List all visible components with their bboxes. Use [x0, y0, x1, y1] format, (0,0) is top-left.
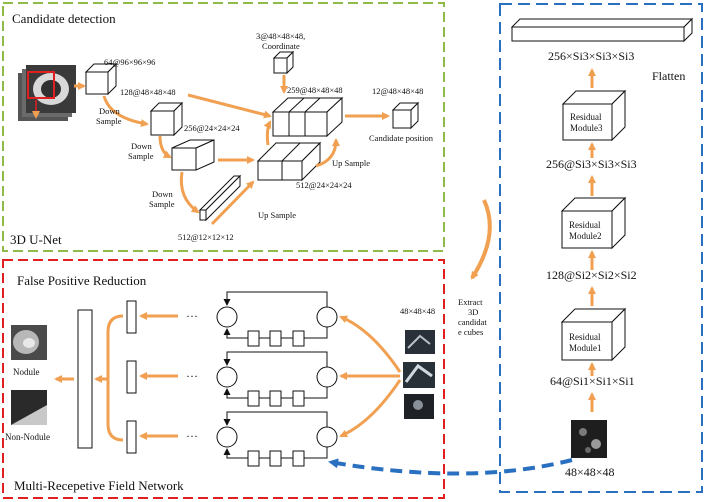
module2-label-1: Residual [569, 220, 601, 230]
branch-2: ··· [126, 351, 338, 407]
fc-layer-bar [77, 309, 93, 449]
module2-label-2: Module2 [569, 231, 602, 241]
dashed-feedback-arrow [328, 458, 573, 476]
false-positive-reduction-panel: False Positive Reduction Multi-Recepetiv… [2, 259, 445, 499]
label-down-sample-1a: Down [99, 106, 121, 116]
label-coordinate: Coordinate [262, 41, 300, 51]
candidate-arrows [74, 75, 390, 226]
fpr-panel-border [2, 259, 445, 499]
branch-2-dots: ··· [186, 369, 198, 383]
non-nodule-image [11, 390, 47, 425]
extract-arrow [470, 199, 492, 280]
label-down-sample-2b: Sample [128, 151, 154, 161]
module1-label-1: Residual [569, 332, 601, 342]
module3-label-2: Module3 [570, 123, 603, 133]
candidate-panel-border [2, 2, 445, 252]
extract-line-4: e cubes [458, 327, 483, 337]
fpr-input-size: 48×48×48 [400, 306, 435, 316]
ct-input-image [18, 65, 76, 121]
module1-label-2: Module1 [569, 343, 602, 353]
flatten-size: 256×Si3×Si3×Si3 [548, 49, 634, 63]
branch-1: ··· [126, 291, 338, 347]
extract-line-2: 3D [468, 307, 478, 317]
cube-dec2 [256, 141, 322, 182]
fpr-title: False Positive Reduction [17, 273, 147, 288]
label-dec1-size: 259@48×48×48 [287, 85, 343, 95]
residual-panel: 256×Si3×Si3×Si3 Flatten Residual Module3… [499, 3, 703, 493]
branch-3-dots: ··· [186, 429, 198, 443]
candidate-detection-panel: Candidate detection 3D U-Net [2, 2, 445, 252]
label-enc2-size: 256@24×24×24 [184, 123, 240, 133]
residual-module3 [561, 89, 627, 142]
cube-enc2 [171, 139, 215, 171]
nodule-image [11, 325, 47, 360]
label-up-sample-2: Up Sample [258, 210, 296, 220]
label-down-sample-1b: Sample [96, 116, 122, 126]
label-down-sample-3b: Sample [149, 199, 175, 209]
flatten-bar [510, 17, 694, 43]
cube-dec1 [271, 96, 344, 138]
label-output-size: 12@48×48×48 [372, 86, 423, 96]
residual-input-image [571, 420, 607, 458]
cube-input [84, 62, 118, 96]
input-cube-images [403, 330, 435, 419]
residual-module2 [560, 196, 627, 250]
branch-1-dots: ··· [186, 309, 198, 323]
cube-enc3 [198, 174, 242, 222]
flatten-label: Flatten [652, 69, 685, 83]
label-input-size: 64@96×96×96 [104, 57, 155, 67]
residual-panel-border [499, 3, 703, 493]
label-up-sample-1: Up Sample [332, 158, 370, 168]
extract-line-3: candidat [458, 317, 487, 327]
branch-3: ··· [126, 411, 338, 467]
input-fan-arrows [339, 315, 402, 438]
mrfn-label: Multi-Recepetive Field Network [14, 478, 184, 493]
label-dec2-size: 512@24×24×24 [296, 180, 352, 190]
size-s2: 128@Si2×Si2×Si2 [546, 268, 637, 282]
candidate-title: Candidate detection [12, 11, 116, 26]
nodule-label: Nodule [13, 367, 40, 377]
label-coord-size: 3@48×48×48, [256, 31, 305, 41]
extract-connection: Extract 3D candidat e cubes [458, 199, 492, 337]
extract-line-1: Extract [458, 297, 483, 307]
non-nodule-label: Non-Nodule [5, 432, 50, 442]
residual-module1 [560, 307, 627, 362]
label-down-sample-2a: Down [131, 141, 153, 151]
unet-label: 3D U-Net [10, 232, 62, 247]
cube-output [391, 101, 420, 130]
residual-input-size: 48×48×48 [565, 465, 615, 479]
label-enc3-size: 512@12×12×12 [178, 232, 234, 242]
label-candidate-position: Candidate position [369, 133, 434, 143]
size-s1: 64@Si1×Si1×Si1 [550, 374, 635, 388]
cube-coordinate [272, 50, 295, 75]
label-enc1-size: 128@48×48×48 [120, 87, 176, 97]
cube-enc1 [149, 101, 184, 137]
module3-label-1: Residual [570, 112, 602, 122]
size-s3: 256@Si3×Si3×Si3 [546, 157, 637, 171]
label-down-sample-3a: Down [152, 189, 174, 199]
branch-bracket [106, 314, 124, 442]
